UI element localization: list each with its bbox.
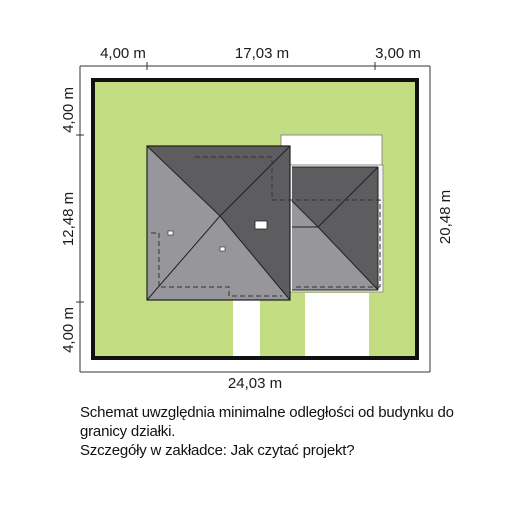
note-line-3: Szczegóły w zakładce: Jak czytać projekt… [80,442,355,459]
roof-garage [289,164,384,293]
driveway-left [233,298,260,356]
dim-bottom: 24,03 m [228,375,282,392]
note-line-2: granicy działki. [80,423,176,440]
roof-vent [167,230,174,236]
driveway-right [305,293,369,356]
dim-top-left: 4,00 m [100,45,146,62]
dim-left-top: 4,00 m [60,87,77,133]
note-line-1: Schemat uwzględnia minimalne odległości … [80,404,454,421]
plot-boundary [91,78,419,360]
terrace [280,134,383,166]
dim-top-right: 3,00 m [375,45,421,62]
chimney [254,220,268,230]
dimension-lines [76,62,431,373]
site-plan-diagram: 4,00 m 17,03 m 3,00 m 4,00 m 12,48 m 4,0… [60,45,454,392]
dim-right: 20,48 m [437,190,454,244]
roof-main [146,145,291,301]
dim-left-bottom: 4,00 m [60,307,77,353]
roof-vent [219,246,226,252]
plan-note: Schemat uwzględnia minimalne odległości … [80,403,500,460]
wall-outline-dashed [151,156,381,297]
dim-top-middle: 17,03 m [235,45,289,62]
dim-left-middle: 12,48 m [60,192,77,246]
